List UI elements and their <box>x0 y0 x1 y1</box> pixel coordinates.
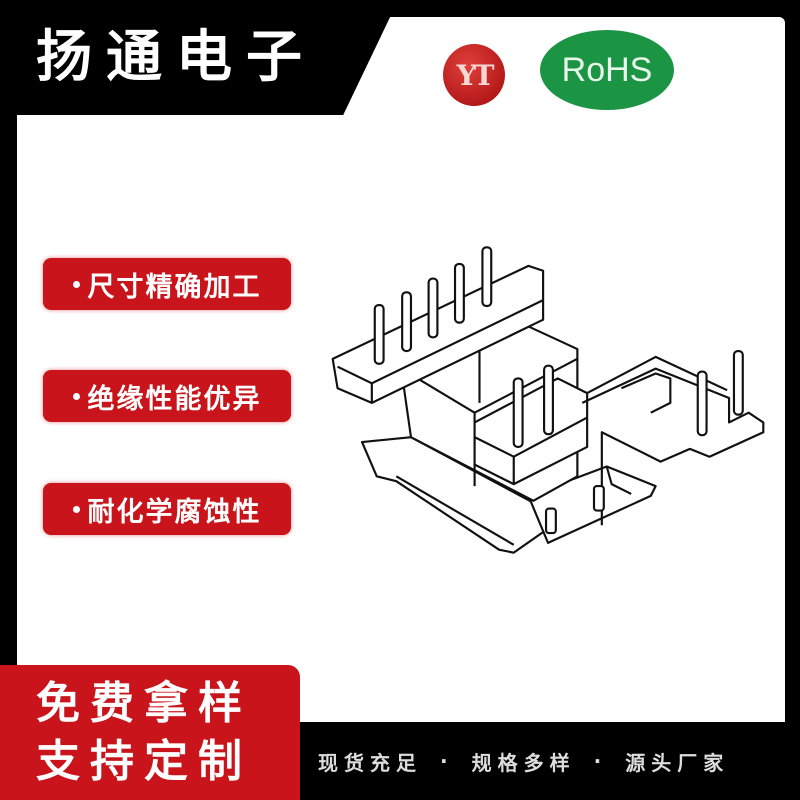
feature-label: 绝缘性能优异 <box>87 383 262 415</box>
rohs-label: RoHS <box>561 50 653 89</box>
feature-badge-precision: 尺寸精确加工 <box>43 258 291 310</box>
tagline-stock: 现货充足 <box>318 750 422 775</box>
brand-header-tab <box>0 0 390 115</box>
brand-title: 扬通电子 <box>36 25 316 90</box>
frame-right-strip <box>785 0 800 800</box>
tagline-specs: 规格多样 <box>471 750 576 775</box>
tagline-factory: 源头厂家 <box>625 750 730 775</box>
logo-text: YT <box>456 58 495 92</box>
transformer-bobbin-image <box>331 246 765 554</box>
bottom-tagline-bar: 现货充足 · 规格多样 · 源头厂家 <box>300 722 800 800</box>
rohs-badge: RoHS <box>540 30 674 110</box>
feature-badge-chemical: 耐化学腐蚀性 <box>43 483 291 535</box>
separator-dot: · <box>440 749 454 773</box>
promo-badge: 免费拿样 支持定制 <box>0 665 300 800</box>
feature-label: 耐化学腐蚀性 <box>87 496 262 528</box>
yt-logo-icon: YT <box>443 44 505 106</box>
bullet-icon <box>72 280 80 288</box>
separator-dot: · <box>593 749 608 773</box>
feature-label: 尺寸精确加工 <box>87 271 262 303</box>
bullet-icon <box>72 505 80 513</box>
promo-line-free-sample: 免费拿样 <box>36 678 252 729</box>
promo-line-custom: 支持定制 <box>36 736 252 787</box>
bullet-icon <box>72 392 80 400</box>
feature-badge-insulation: 绝缘性能优异 <box>43 370 291 422</box>
